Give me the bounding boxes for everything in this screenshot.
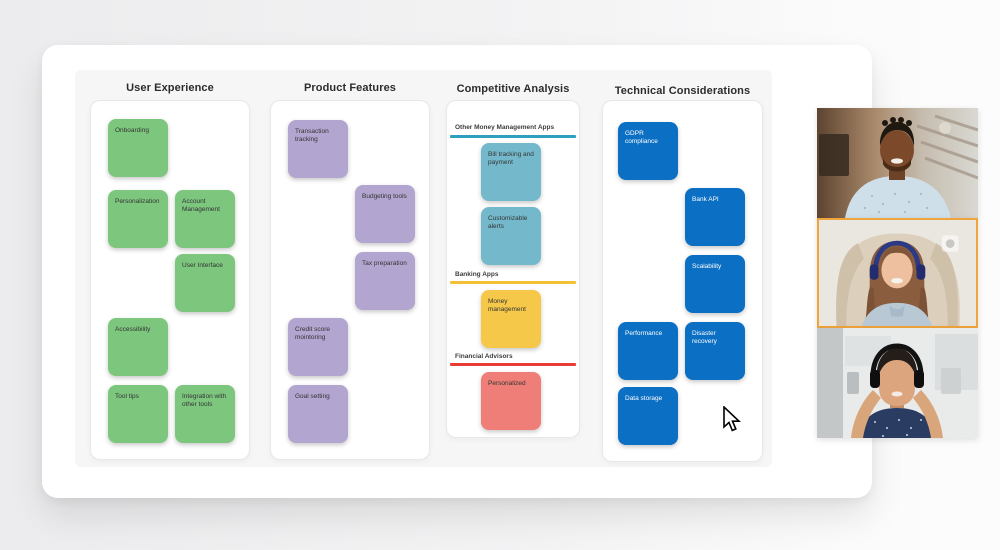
participant-2-photo [819,220,976,326]
mouse-cursor-icon [723,406,742,432]
sticky-note[interactable]: Disaster recovery [685,322,745,380]
participant-3-photo [817,328,978,438]
sticky-note[interactable]: Accessibility [108,318,168,376]
sticky-note[interactable]: Data storage [618,387,678,445]
column-title-user-experience: User Experience [126,82,214,94]
sticky-note[interactable]: Personalized [481,372,541,430]
video-participant-1[interactable] [817,108,978,218]
sticky-note[interactable]: Money management [481,290,541,348]
sticky-note[interactable]: Tax preparation [355,252,415,310]
sticky-note[interactable]: Integration with other tools [175,385,235,443]
sticky-note[interactable]: Tool tips [108,385,168,443]
column-title-product-features: Product Features [303,82,397,94]
sticky-note[interactable]: Goal setting [288,385,348,443]
sticky-note[interactable]: Onboarding [108,119,168,177]
sticky-note[interactable]: GDPR compliance [618,122,678,180]
section-label: Financial Advisors [455,353,513,360]
section-underline [450,281,576,284]
sticky-note[interactable]: Personalization [108,190,168,248]
sticky-note[interactable]: Performance [618,322,678,380]
participant-1-photo [817,108,978,218]
section-label: Banking Apps [455,271,499,278]
sticky-note[interactable]: Bank API [685,188,745,246]
sticky-note[interactable]: Transaction tracking [288,120,348,178]
sticky-note[interactable]: Account Management [175,190,235,248]
section-label: Other Money Management Apps [455,124,555,131]
sticky-note[interactable]: Customizable alerts [481,207,541,265]
sticky-note[interactable]: Scalability [685,255,745,313]
video-participant-3[interactable] [817,328,978,438]
column-title-competitive-analysis: Competitive Analysis [456,83,570,95]
column-title-technical-considerations: Technical Considerations [614,85,751,97]
section-underline [450,135,576,138]
section-underline [450,363,576,366]
video-participant-2-active-speaker[interactable] [817,218,978,328]
sticky-note[interactable]: Budgeting tools [355,185,415,243]
sticky-note[interactable]: User Interface [175,254,235,312]
sticky-note[interactable]: Credit score mointoring [288,318,348,376]
sticky-note[interactable]: Bill tracking and payment [481,143,541,201]
